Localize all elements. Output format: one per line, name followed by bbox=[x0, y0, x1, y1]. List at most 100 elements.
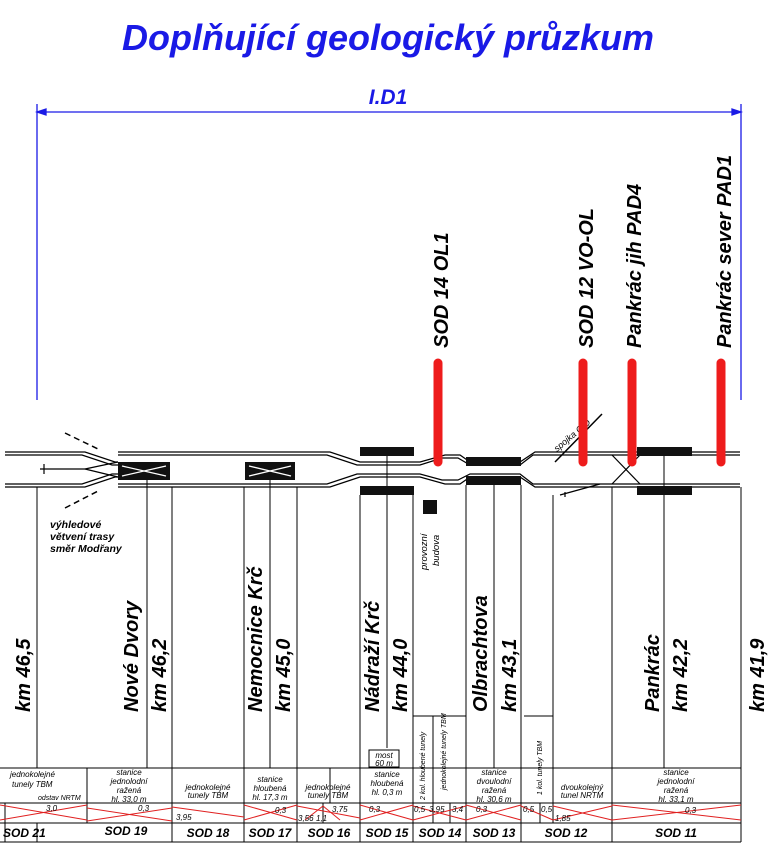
sod-label-19: SOD 19 bbox=[105, 824, 148, 838]
station-name-1: Nové Dvory bbox=[121, 600, 143, 712]
platform-pankrac-bottom bbox=[637, 486, 692, 495]
sod12-val-c: 1,85 bbox=[555, 814, 571, 823]
nkr-station-2: hloubená bbox=[371, 779, 404, 788]
station-km-1: km 46,2 bbox=[149, 639, 171, 712]
pk-val: 0,3 bbox=[685, 806, 697, 815]
station-name-2: Nemocnice Krč bbox=[245, 566, 267, 712]
survey-label-pankrac-sever: Pankrác sever PAD1 bbox=[714, 155, 736, 348]
sod-label-17: SOD 17 bbox=[249, 826, 293, 840]
sod14-val-c: 3,4 bbox=[452, 805, 464, 814]
sod12-desc-2: tunel NRTM bbox=[561, 791, 604, 800]
station-name-3: Nádraží Krč bbox=[362, 601, 384, 712]
sod-label-11: SOD 11 bbox=[655, 826, 697, 840]
sod-label-12: SOD 12 bbox=[545, 826, 588, 840]
most-label-1: most bbox=[375, 751, 393, 760]
sod12-val-a: 0,5 bbox=[523, 805, 535, 814]
nd-val: 0,3 bbox=[138, 804, 150, 813]
provozni-label-1: provozní bbox=[419, 532, 430, 571]
nk-station-1: stanice bbox=[257, 775, 283, 784]
nd-station-2: jednolodní bbox=[110, 777, 149, 786]
pk-station-4: hl. 33,1 m bbox=[658, 795, 693, 804]
ol-station-4: hl. 30,6 m bbox=[476, 795, 511, 804]
pk-station-3: ražená bbox=[664, 786, 689, 795]
sod14-val-b: 3,95 bbox=[429, 805, 445, 814]
station-labels: km 46,5 Nové Dvory km 46,2 Nemocnice Krč… bbox=[13, 566, 769, 712]
sod19-desc-2: tunely TBM bbox=[12, 780, 53, 789]
sod14-vertical-1: 2 kol. hloubené tunely bbox=[420, 731, 427, 801]
sod19-desc-1: jednokolejné bbox=[9, 770, 55, 779]
platform-olbrachtova-top bbox=[466, 457, 521, 466]
station-km-2: km 45,0 bbox=[273, 639, 295, 712]
sod16-val-b: 1,1 bbox=[316, 814, 327, 823]
station-km-6: km 41,9 bbox=[747, 638, 769, 712]
ol-station-2: dvoulodní bbox=[477, 777, 512, 786]
platform-nadrazi-krc-bottom bbox=[360, 486, 414, 495]
section-label: I.D1 bbox=[369, 86, 408, 109]
branch-note-2: větvení trasy bbox=[50, 531, 115, 543]
survey-label-sod12: SOD 12 VO-OL bbox=[576, 208, 598, 348]
branch-note-3: směr Modřany bbox=[50, 543, 123, 555]
station-km-3: km 44,0 bbox=[390, 639, 412, 712]
nkr-station-3: hl. 0,3 m bbox=[372, 788, 403, 797]
pk-station-2: jednolodní bbox=[657, 777, 696, 786]
sod16-desc-1: jednokolejné bbox=[305, 783, 351, 792]
nkr-val: 0,3 bbox=[369, 805, 381, 814]
survey-label-pankrac-jih: Pankrác jih PAD4 bbox=[624, 184, 646, 348]
branch-note-1: výhledové bbox=[50, 519, 102, 531]
survey-label-sod14: SOD 14 OL1 bbox=[431, 232, 453, 348]
sod19-odstav: odstav NRTM bbox=[38, 795, 81, 802]
most-label-2: 60 m bbox=[375, 759, 393, 768]
station-km-5: km 42,2 bbox=[670, 639, 692, 712]
sod18-desc-1: jednokolejné bbox=[185, 783, 231, 792]
sod18-val: 3,95 bbox=[176, 813, 192, 822]
sod-label-14: SOD 14 bbox=[419, 826, 462, 840]
sod19-val-a: 3,0 bbox=[46, 804, 58, 813]
sod16-desc-2: tunely TBM bbox=[308, 791, 349, 800]
survey-markers bbox=[433, 358, 726, 467]
sod-label-15: SOD 15 bbox=[366, 826, 409, 840]
nk-station-3: hl. 17,3 m bbox=[252, 793, 287, 802]
table-texts: jednokolejné tunely TBM 3,0 odstav NRTM … bbox=[9, 713, 697, 823]
ol-station-1: stanice bbox=[481, 768, 507, 777]
sod16-val-c: 3,75 bbox=[332, 805, 348, 814]
future-branch-dashes bbox=[64, 432, 101, 509]
pk-station-1: stanice bbox=[663, 768, 689, 777]
sod16-val-a: 3,56 bbox=[298, 814, 314, 823]
station-platforms bbox=[118, 447, 692, 514]
bottom-table bbox=[0, 715, 742, 843]
dimension-line bbox=[34, 104, 744, 400]
station-name-5: Pankrác bbox=[642, 634, 664, 712]
nkr-station-1: stanice bbox=[374, 770, 400, 779]
nd-station-3: ražená bbox=[117, 786, 142, 795]
sod-label-18: SOD 18 bbox=[187, 826, 230, 840]
platform-olbrachtova-bottom bbox=[466, 476, 521, 485]
sod-label-13: SOD 13 bbox=[473, 826, 516, 840]
sod18-desc-2: tunely TBM bbox=[188, 791, 229, 800]
platform-pankrac-top bbox=[637, 447, 692, 456]
ol-station-3: ražená bbox=[482, 786, 507, 795]
column-dividers bbox=[36, 456, 742, 823]
nd-station-4: hl. 33,0 m bbox=[111, 795, 146, 804]
profile-lines bbox=[0, 804, 742, 822]
nd-station-1: stanice bbox=[116, 768, 142, 777]
provozni-budova-block bbox=[423, 500, 437, 514]
sod12-vertical: 1 kol. tunely TBM bbox=[537, 741, 544, 795]
sod12-desc-1: dvoukolejný bbox=[561, 783, 604, 792]
ol-val: 0,3 bbox=[476, 805, 488, 814]
sod-label-16: SOD 16 bbox=[308, 826, 351, 840]
sod14-vertical-2: jednokolejné tunely TBM bbox=[441, 713, 448, 791]
nk-val: 0,3 bbox=[275, 806, 287, 815]
station-name-4: Olbrachtova bbox=[470, 595, 492, 712]
sod-label-21: SOD 21 bbox=[3, 826, 46, 840]
sod-labels: SOD 21 SOD 19 SOD 18 SOD 17 SOD 16 SOD 1… bbox=[3, 824, 697, 840]
provozni-label-2: budova bbox=[431, 535, 442, 566]
sod14-val-a: 0,5 bbox=[414, 805, 426, 814]
sod12-val-b: 0,5 bbox=[541, 805, 553, 814]
station-km-0: km 46,5 bbox=[13, 638, 35, 712]
page-title: Doplňující geologický průzkum bbox=[122, 17, 654, 58]
station-km-4: km 43,1 bbox=[499, 639, 521, 712]
nk-station-2: hloubená bbox=[254, 784, 287, 793]
platform-nadrazi-krc-top bbox=[360, 447, 414, 456]
